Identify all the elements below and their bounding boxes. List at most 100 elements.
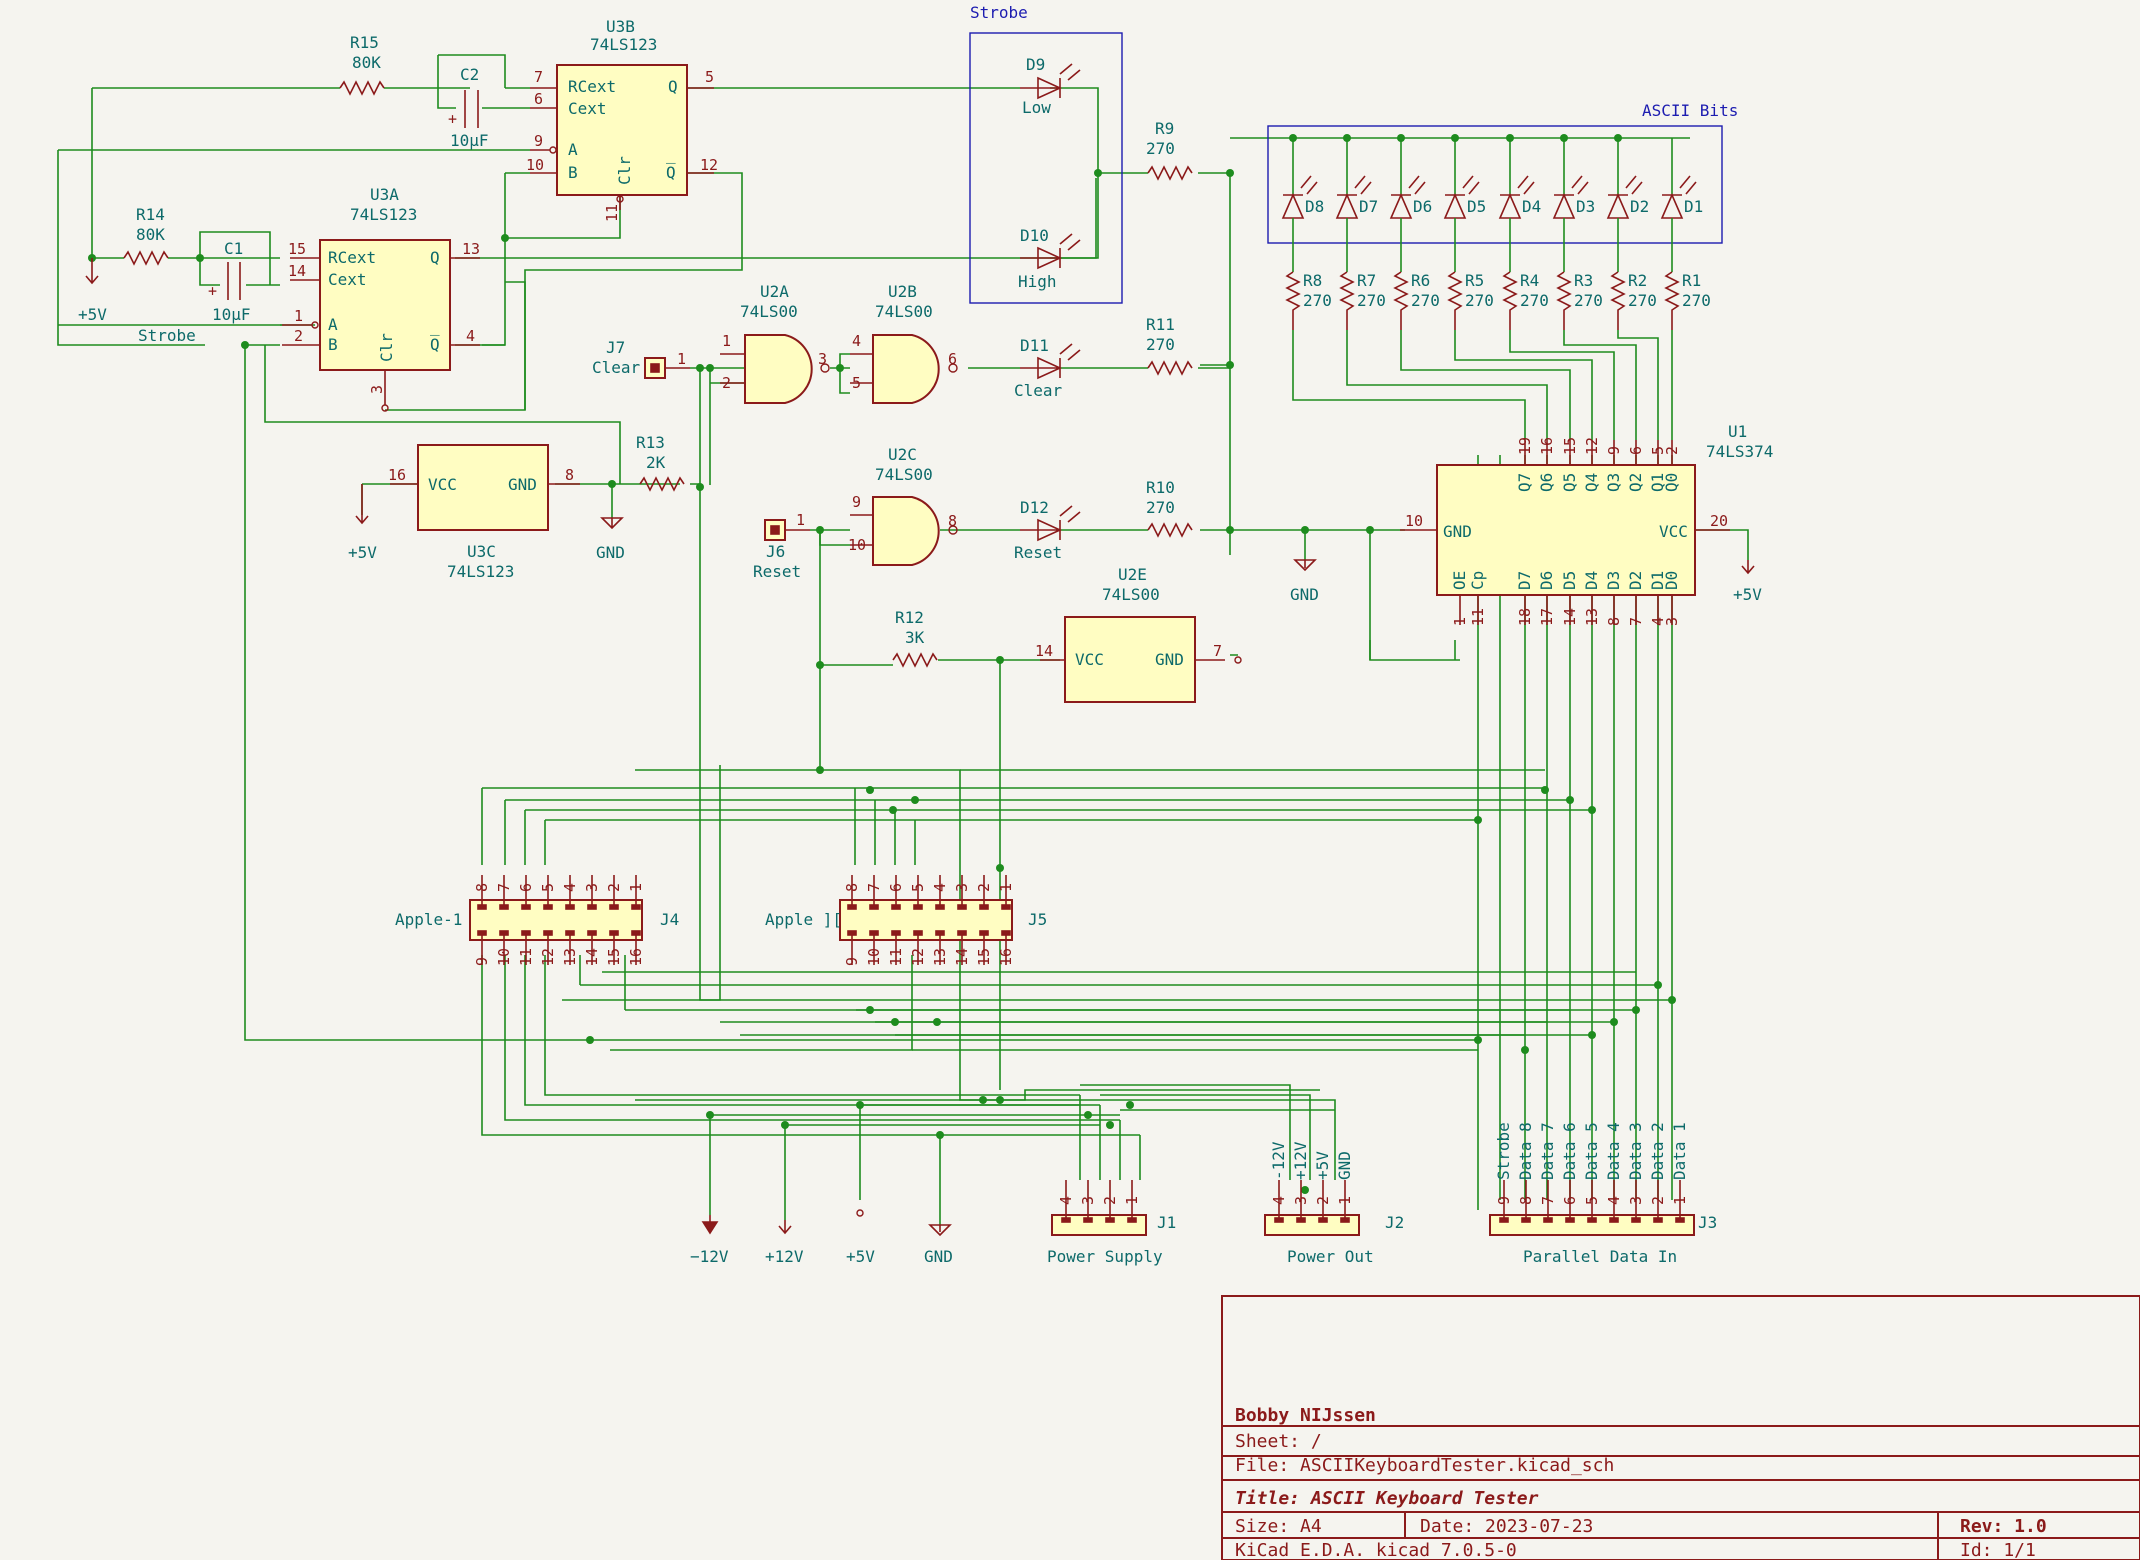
- connector-pin-number: 2: [1649, 1196, 1667, 1205]
- header-top-pin-number: 1: [997, 883, 1015, 892]
- j1-label: Power Supply: [1047, 1247, 1163, 1266]
- u2a-ref: U2A: [760, 282, 789, 301]
- led-arrow: [1517, 175, 1535, 195]
- header-top-pad: [499, 904, 509, 910]
- led-d12: D12 Reset: [1014, 498, 1081, 562]
- svg-text:R13: R13: [636, 433, 665, 452]
- led-resistor-ref: R4: [1520, 271, 1539, 290]
- header-top-pad: [957, 904, 967, 910]
- led-resistor-ref: R6: [1411, 271, 1430, 290]
- u2a-value: 74LS00: [740, 302, 798, 321]
- header-top-pad: [913, 904, 923, 910]
- header-bottom-pad: [913, 930, 923, 936]
- connector-pad: [1609, 1217, 1619, 1223]
- j4-ref: J4: [660, 910, 679, 929]
- svg-text:R12: R12: [895, 608, 924, 627]
- header-bottom-pin-number: 10: [495, 948, 513, 966]
- header-bottom-pin-number: 12: [539, 948, 557, 966]
- led-resistor-value: 270: [1357, 291, 1386, 310]
- svg-text:GND: GND: [924, 1247, 953, 1266]
- led-arrow: [1571, 175, 1589, 195]
- u2b-symbol: 4 5 6 U2B 74LS00: [850, 282, 958, 404]
- svg-text:20: 20: [1710, 512, 1728, 530]
- connector-pin-name: Data 3: [1626, 1122, 1645, 1180]
- title-block: Bobby NIJssen Sheet: / File: ASCIIKeyboa…: [1221, 1295, 2140, 1560]
- ascii-bits-group-label: ASCII Bits: [1642, 101, 1738, 120]
- svg-text:J6: J6: [766, 542, 785, 561]
- header-top-pin-number: 6: [887, 883, 905, 892]
- svg-text:Reset: Reset: [753, 562, 801, 581]
- svg-text:RCext: RCext: [328, 248, 376, 267]
- svg-text:4: 4: [466, 327, 475, 345]
- tb-size: Size: A4: [1235, 1516, 1322, 1537]
- led-d11: D11 Clear: [1014, 336, 1081, 400]
- u1-top-pin-name: Q3: [1604, 473, 1623, 492]
- led-diode: [1498, 192, 1522, 219]
- svg-text:RCext: RCext: [568, 77, 616, 96]
- header-bottom-pin-number: 11: [517, 948, 535, 966]
- u1-bottom-pin-name: D0: [1662, 571, 1681, 590]
- header-top-pin-number: 7: [495, 883, 513, 892]
- j3-ref: J3: [1698, 1213, 1717, 1232]
- svg-text:High: High: [1018, 272, 1057, 291]
- u1-value: 74LS374: [1706, 442, 1773, 461]
- svg-text:GND: GND: [596, 543, 625, 562]
- connector-pin-number: 3: [1292, 1196, 1310, 1205]
- svg-text:B: B: [568, 163, 578, 182]
- u1-bottom-pin-name: D6: [1537, 571, 1556, 590]
- svg-text:Cext: Cext: [568, 99, 607, 118]
- connector-pin-name: -12V: [1269, 1141, 1288, 1180]
- resistor-r12: R12 3K: [892, 608, 938, 668]
- svg-text:10µF: 10µF: [212, 305, 251, 324]
- connector-pin-name: Data 8: [1516, 1122, 1535, 1180]
- header-bottom-pad: [957, 930, 967, 936]
- led-resistor-ref: R7: [1357, 271, 1376, 290]
- connector-body: [1051, 1214, 1147, 1236]
- led-resistor: [1393, 271, 1409, 330]
- header-bottom-pad: [609, 930, 619, 936]
- svg-text:−12V: −12V: [690, 1247, 729, 1266]
- svg-text:GND: GND: [508, 475, 537, 494]
- tb-sheet: Sheet: /: [1235, 1431, 1322, 1452]
- connector-pad: [1543, 1217, 1553, 1223]
- svg-text:5: 5: [852, 374, 861, 392]
- svg-text:Q̅: Q̅: [430, 335, 440, 354]
- svg-text:A: A: [328, 315, 338, 334]
- header-bottom-pad: [1001, 930, 1011, 936]
- led-ref: D3: [1576, 197, 1595, 216]
- u1-bottom-pin-number: 1: [1451, 617, 1469, 626]
- u1-top-pin-name: Q0: [1662, 473, 1681, 492]
- led-ref: D2: [1630, 197, 1649, 216]
- resistor-r11: R11 270: [1146, 315, 1193, 376]
- svg-text:Reset: Reset: [1014, 543, 1062, 562]
- strobe-group-box: [969, 32, 1123, 304]
- connector-body: [1264, 1214, 1360, 1236]
- svg-text:1: 1: [796, 511, 805, 529]
- svg-text:80K: 80K: [352, 53, 381, 72]
- led-diode: [1389, 192, 1413, 219]
- j4-label: Apple-1: [395, 910, 462, 929]
- led-resistor-ref: R3: [1574, 271, 1593, 290]
- header-bottom-pin-number: 14: [583, 948, 601, 966]
- led-resistor-value: 270: [1574, 291, 1603, 310]
- led-resistor-ref: R8: [1303, 271, 1322, 290]
- led-d9: D9 Low: [1020, 55, 1081, 117]
- strobe-group-label: Strobe: [970, 3, 1028, 22]
- svg-text:13: 13: [462, 240, 480, 258]
- u1-cp-label: Cp: [1468, 571, 1487, 590]
- u1-symbol: U1 74LS374 GND VCC 10 20 19Q716Q615Q512Q…: [1400, 422, 1773, 626]
- svg-text:270: 270: [1146, 335, 1175, 354]
- svg-text:5: 5: [705, 68, 714, 86]
- led-arrow: [1300, 175, 1318, 195]
- header-bottom-pad: [499, 930, 509, 936]
- u1-bottom-pin-number: 17: [1538, 608, 1556, 626]
- connector-pin-name: GND: [1335, 1151, 1354, 1180]
- led-ref: D8: [1305, 197, 1324, 216]
- led-resistor-value: 270: [1628, 291, 1657, 310]
- connector-pad: [1587, 1217, 1597, 1223]
- connector-pin-name: Data 6: [1560, 1122, 1579, 1180]
- connector-pin-name: Data 1: [1670, 1122, 1689, 1180]
- svg-text:C2: C2: [460, 65, 479, 84]
- connector-j7: 1 J7 Clear: [592, 338, 690, 379]
- header-top-pad: [477, 904, 487, 910]
